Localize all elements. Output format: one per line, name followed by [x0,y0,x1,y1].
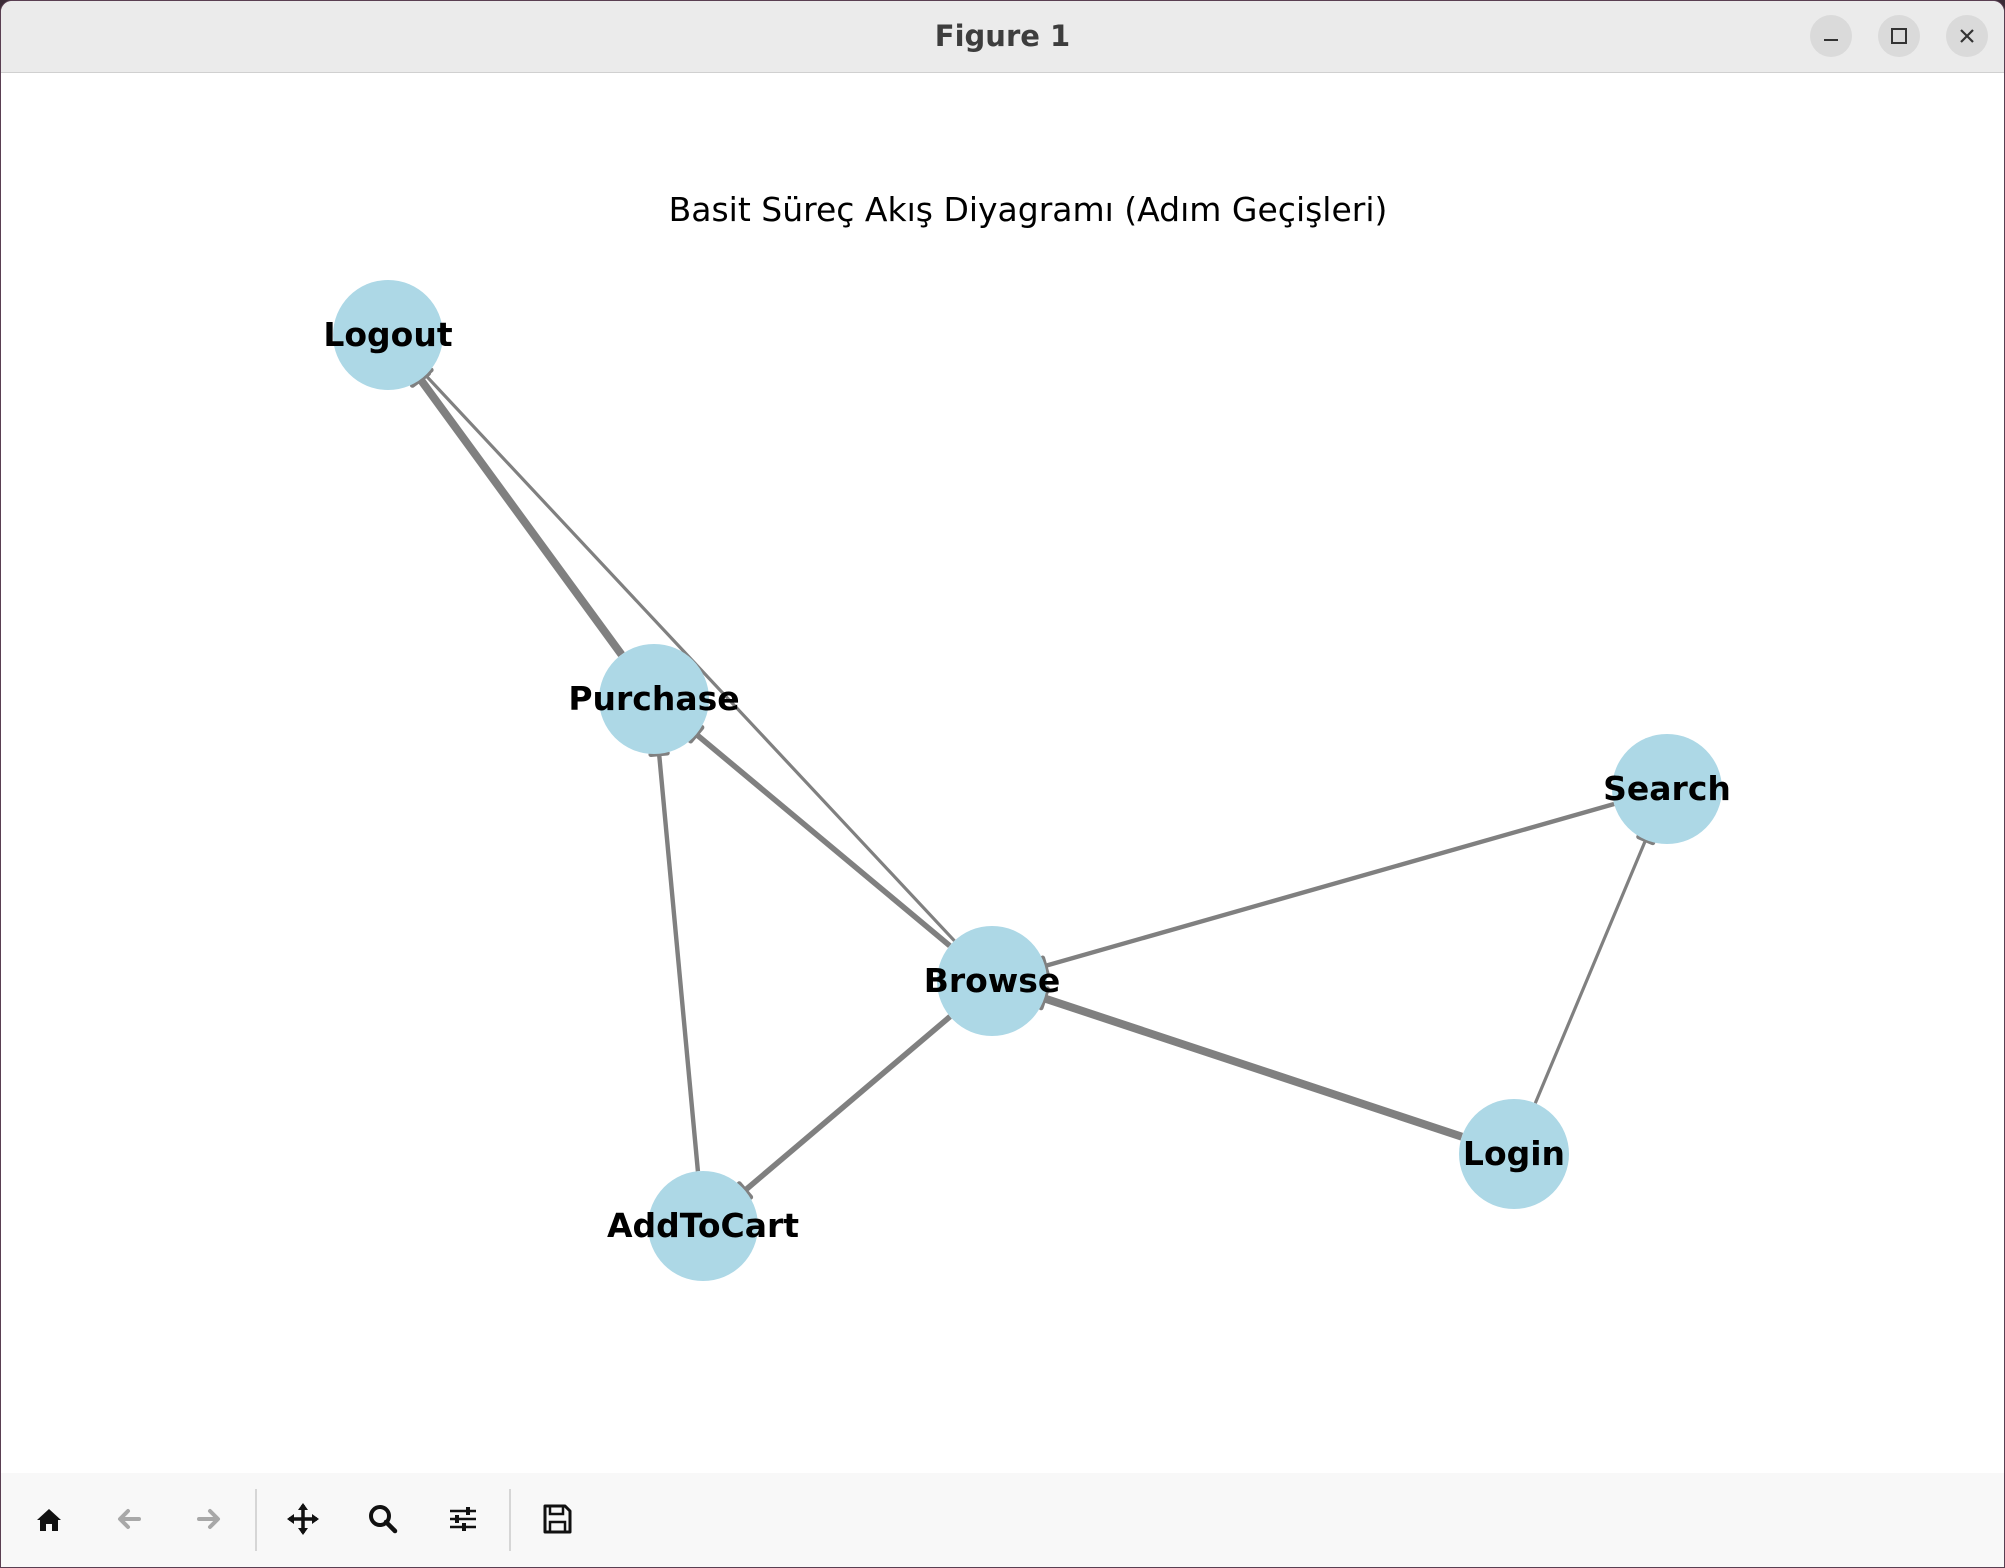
edge-line [656,753,701,1172]
edge-line [743,1014,952,1193]
edge-arrowhead [688,724,705,744]
node-circle [937,926,1047,1036]
forward-icon [197,1509,220,1529]
configure-button[interactable] [435,1491,491,1547]
edge-browse-purchase [688,724,952,948]
node-label: Browse [924,961,1061,1000]
node-circle [333,280,443,390]
node-circle [1612,734,1722,844]
node-circle [648,1171,758,1281]
title-bar: Figure 1 [1,1,2004,73]
node-search: Search [1603,734,1731,844]
home-icon [37,1509,61,1531]
edge-search-browse [1040,801,1615,977]
edge-line [1533,839,1648,1104]
forward-button[interactable] [181,1491,237,1547]
navigation-toolbar [1,1473,2004,1567]
configure-icon [450,1507,476,1531]
back-icon [118,1509,141,1529]
edge-line [1044,801,1615,969]
node-circle [1459,1099,1569,1209]
node-label: AddToCart [607,1206,799,1245]
edge-arrowhead [1040,955,1050,977]
window-title: Figure 1 [934,19,1071,53]
node-browse: Browse [924,926,1061,1036]
network-diagram: Basit Süreç Akış Diyagramı (Adım Geçişle… [323,190,1731,1281]
edge-login-search [1533,834,1656,1104]
minimize-button[interactable] [1810,15,1852,57]
back-button[interactable] [101,1491,157,1547]
edge-line [1042,994,1464,1141]
edge-purchase-logout [409,371,625,657]
save-icon [543,1504,572,1534]
close-button[interactable] [1946,15,1988,57]
pan-button[interactable] [275,1491,331,1547]
zoom-button[interactable] [355,1491,411,1547]
edge-line [694,732,952,948]
edges [409,367,1656,1200]
edge-arrowhead [736,1181,754,1200]
node-addtocart: AddToCart [607,1171,799,1281]
edge-browse-addtocart [736,1014,952,1200]
figure-canvas[interactable]: Basit Süreç Akış Diyagramı (Adım Geçişle… [1,73,2004,1473]
node-login: Login [1459,1099,1569,1209]
zoom-icon [369,1505,398,1534]
node-label: Login [1463,1134,1565,1173]
node-circle [599,644,709,754]
edge-arrowhead [1038,986,1050,1011]
maximize-icon [1891,28,1907,44]
maximize-button[interactable] [1878,15,1920,57]
minimize-icon [1824,39,1838,41]
edge-addtocart-purchase [648,750,701,1172]
node-label: Purchase [568,679,739,718]
edge-login-browse [1038,986,1464,1141]
toolbar-separator [255,1489,257,1551]
node-purchase: Purchase [568,644,740,754]
close-icon [1960,29,1974,43]
toolbar-separator [509,1489,511,1551]
save-button[interactable] [529,1491,585,1547]
home-button[interactable] [21,1491,77,1547]
pan-icon [287,1503,319,1535]
figure-title: Basit Süreç Akış Diyagramı (Adım Geçişle… [669,190,1388,229]
node-label: Search [1603,769,1731,808]
edge-arrowhead [648,750,670,758]
node-logout: Logout [323,280,453,390]
node-label: Logout [323,315,452,354]
edge-line [417,377,625,657]
